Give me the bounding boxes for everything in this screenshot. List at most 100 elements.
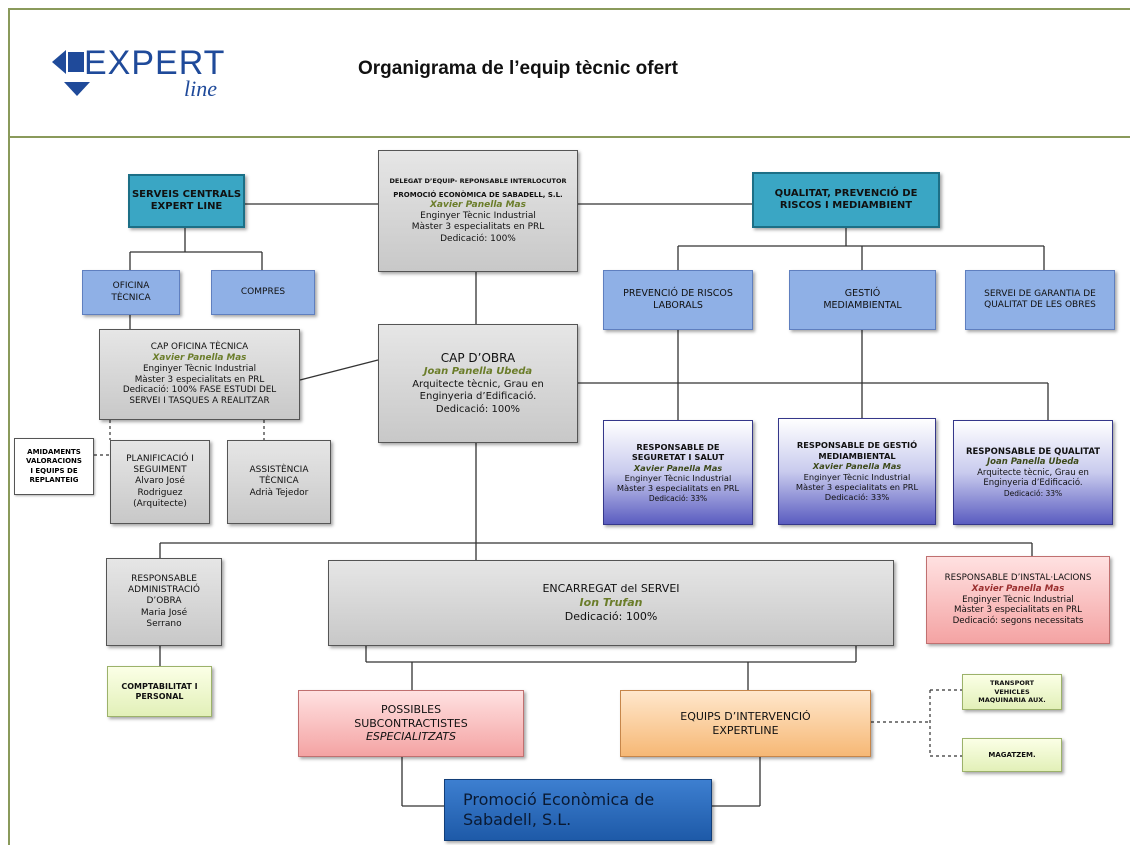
resp-instal-box: RESPONSABLE D’INSTAL·LACIONS Xavier Pane… xyxy=(926,556,1110,644)
prevencio-line1: PREVENCIÓ DE RISCOS xyxy=(623,288,733,300)
resp-instal-name: Xavier Panella Mas xyxy=(971,583,1065,594)
delegat-dedication: Dedicació: 100% xyxy=(440,233,516,244)
transport-line2: VEHICLES xyxy=(994,687,1030,696)
assistencia-person: Adrià Tejedor xyxy=(249,487,309,498)
comptabilitat-line1: COMPTABILITAT I xyxy=(121,681,198,691)
oficina-line2: TÈCNICA xyxy=(111,292,151,303)
resp-seguretat-dedication: Dedicació: 33% xyxy=(648,493,708,503)
assistencia-box: ASSISTÈNCIA TÈCNICA Adrià Tejedor xyxy=(227,440,331,524)
delegat-name: Xavier Panella Mas xyxy=(429,199,526,210)
garantia-box: SERVEI DE GARANTIA DE QUALITAT DE LES OB… xyxy=(965,270,1115,330)
delegat-company: PROMOCIÓ ECONÒMICA DE SABADELL, S.L. xyxy=(393,191,563,200)
transport-line3: MAQUINARIA AUX. xyxy=(978,696,1046,705)
expert-line-logo: EXPERT line xyxy=(50,40,250,110)
planificacio-person3: (Arquitecte) xyxy=(133,498,187,509)
serveis-centrals-box: SERVEIS CENTRALS EXPERT LINE xyxy=(128,174,245,228)
delegat-degree: Enginyer Tècnic Industrial xyxy=(420,211,536,222)
logo-arrows-icon xyxy=(52,50,90,96)
oficina-tecnica-box: OFICINA TÈCNICA xyxy=(82,270,180,315)
delegat-master: Màster 3 especialitats en PRL xyxy=(411,222,545,233)
amidaments-line3: I EQUIPS DE xyxy=(30,466,78,475)
resp-seguretat-line1: RESPONSABLE DE xyxy=(636,441,720,452)
logo-sub: line xyxy=(184,76,217,101)
cap-obra-degree2: Enginyeria d’Edificació. xyxy=(419,391,537,402)
resp-seguretat-master: Màster 3 especialitats en PRL xyxy=(616,483,740,494)
oficina-line1: OFICINA xyxy=(112,281,150,292)
assistencia-line2: TÈCNICA xyxy=(259,476,299,487)
resp-instal-dedication: Dedicació: segons necessitats xyxy=(952,616,1084,627)
magatzem-label: MAGATZEM. xyxy=(988,750,1036,759)
encarregat-title: ENCARREGAT del SERVEI xyxy=(542,582,680,596)
cap-oficina-dedication: Dedicació: 100% FASE ESTUDI DEL xyxy=(122,385,277,396)
resp-admin-line3: D’OBRA xyxy=(146,596,182,607)
resp-gestio-master: Màster 3 especialitats en PRL xyxy=(795,481,919,492)
resp-gestio-name: Xavier Panella Mas xyxy=(812,461,902,472)
resp-instal-title: RESPONSABLE D’INSTAL·LACIONS xyxy=(944,572,1092,583)
planificacio-person1: Alvaro José xyxy=(135,476,185,487)
prevencio-box: PREVENCIÓ DE RISCOS LABORALS xyxy=(603,270,753,330)
transport-line1: TRANSPORT xyxy=(989,679,1035,688)
resp-seguretat-degree: Enginyer Tècnic Industrial xyxy=(624,472,732,483)
promocio-line2: Sabadell, S.L. xyxy=(463,810,572,829)
page-title: Organigrama de l’equip tècnic ofert xyxy=(358,58,678,79)
qualitat-line2: RISCOS I MEDIAMBIENT xyxy=(779,200,913,211)
amidaments-line2: VALORACIONS xyxy=(26,457,82,466)
gestio-line2: MEDIAMBIENTAL xyxy=(823,300,902,311)
gestio-box: GESTIÓ MEDIAMBIENTAL xyxy=(789,270,936,330)
cap-obra-dedication: Dedicació: 100% xyxy=(435,403,521,415)
compres-box: COMPRES xyxy=(211,270,315,315)
planificacio-person2: Rodriguez xyxy=(137,487,183,498)
compres-label: COMPRES xyxy=(240,286,286,297)
resp-qualitat-line1: RESPONSABLE DE QUALITAT xyxy=(965,446,1101,457)
resp-instal-master: Màster 3 especialitats en PRL xyxy=(954,605,1082,616)
cap-obra-box: CAP D’OBRA Joan Panella Ubeda Arquitecte… xyxy=(378,324,578,443)
qualitat-line1: QUALITAT, PREVENCIÓ DE xyxy=(774,187,918,199)
resp-qualitat-degree1: Arquitecte tècnic, Grau en xyxy=(977,467,1089,478)
equips-line2: EXPERTLINE xyxy=(712,723,779,737)
garantia-line1: SERVEI DE GARANTIA DE xyxy=(984,288,1096,299)
cap-oficina-title: CAP OFICINA TÈCNICA xyxy=(150,341,249,352)
serveis-centrals-line1: SERVEIS CENTRALS xyxy=(131,188,242,200)
equips-line1: EQUIPS D’INTERVENCIÓ xyxy=(680,709,811,723)
header-divider xyxy=(8,136,1130,138)
resp-seguretat-box: RESPONSABLE DE SEGURETAT I SALUT Xavier … xyxy=(603,420,753,525)
cap-oficina-name: Xavier Panella Mas xyxy=(152,352,247,363)
resp-admin-box: RESPONSABLE ADMINISTRACIÓ D’OBRA Maria J… xyxy=(106,558,222,646)
promocio-line1: Promoció Econòmica de xyxy=(463,790,655,809)
resp-seguretat-line2: SEGURETAT I SALUT xyxy=(631,452,725,463)
transport-box: TRANSPORT VEHICLES MAQUINARIA AUX. xyxy=(962,674,1062,710)
delegat-role: DELEGAT D’EQUIP- REPONSABLE INTERLOCUTOR xyxy=(389,177,567,186)
cap-obra-title: CAP D’OBRA xyxy=(440,351,516,365)
resp-qualitat-box: RESPONSABLE DE QUALITAT Joan Panella Ube… xyxy=(953,420,1113,525)
resp-seguretat-name: Xavier Panella Mas xyxy=(633,462,723,473)
resp-gestio-line1: RESPONSABLE DE GESTIÓ xyxy=(796,440,918,451)
resp-gestio-dedication: Dedicació: 33% xyxy=(824,492,890,503)
resp-instal-degree: Enginyer Tècnic Industrial xyxy=(962,594,1074,605)
amidaments-line1: AMIDAMENTS xyxy=(27,448,81,457)
subcontractistes-line1: POSSIBLES xyxy=(380,702,442,716)
assistencia-line1: ASSISTÈNCIA xyxy=(249,465,309,476)
delegat-equip-box: DELEGAT D’EQUIP- REPONSABLE INTERLOCUTOR… xyxy=(378,150,578,272)
promocio-box: Promoció Econòmica de Sabadell, S.L. xyxy=(444,779,712,841)
subcontractistes-box: POSSIBLES SUBCONTRACTISTES ESPECIALITZAT… xyxy=(298,690,524,757)
qualitat-box: QUALITAT, PREVENCIÓ DE RISCOS I MEDIAMBI… xyxy=(752,172,940,228)
resp-gestio-line2: MEDIAMBIENTAL xyxy=(818,450,896,461)
resp-admin-person2: Serrano xyxy=(146,618,182,629)
page-frame xyxy=(8,8,1130,845)
encarregat-name: Ion Trufan xyxy=(579,596,643,610)
magatzem-box: MAGATZEM. xyxy=(962,738,1062,772)
subcontractistes-line2: SUBCONTRACTISTES xyxy=(354,716,468,730)
cap-obra-degree1: Arquitecte tècnic, Grau en xyxy=(412,378,544,390)
cap-oficina-master: Màster 3 especialitats en PRL xyxy=(134,374,265,385)
cap-obra-name: Joan Panella Ubeda xyxy=(423,366,533,377)
planificacio-line1: PLANIFICACIÓ I xyxy=(126,453,194,464)
resp-gestio-degree: Enginyer Tècnic Industrial xyxy=(803,471,911,482)
resp-admin-person1: Maria José xyxy=(140,607,188,618)
resp-qualitat-dedication: Dedicació: 33% xyxy=(1003,489,1063,499)
planificacio-line2: SEGUIMENT xyxy=(133,465,187,476)
amidaments-box: AMIDAMENTS VALORACIONS I EQUIPS DE REPLA… xyxy=(14,438,94,495)
planificacio-box: PLANIFICACIÓ I SEGUIMENT Alvaro José Rod… xyxy=(110,440,210,524)
subcontractistes-line3: ESPECIALITZATS xyxy=(365,730,457,744)
comptabilitat-line2: PERSONAL xyxy=(135,691,184,701)
